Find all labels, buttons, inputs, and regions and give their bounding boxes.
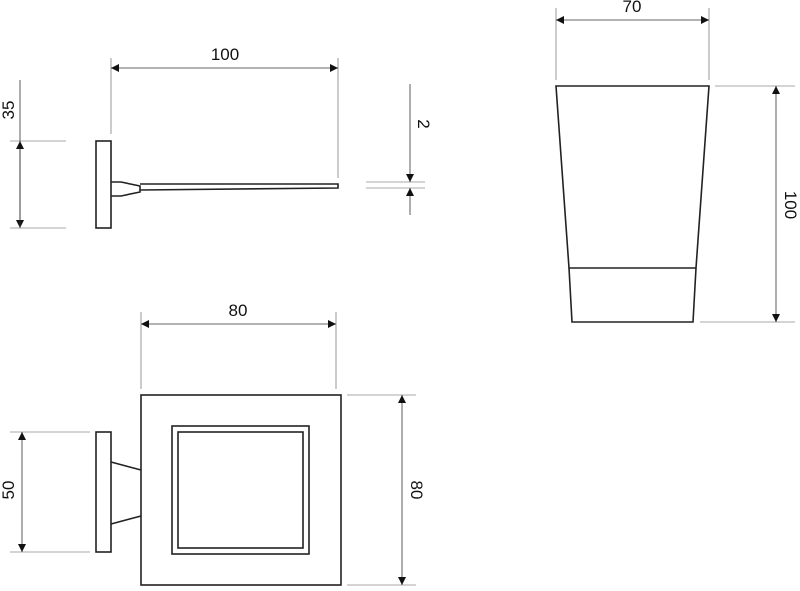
dim-front-height: 80: [347, 394, 426, 586]
side-arm: [111, 181, 141, 197]
dim-label-front-width: 80: [229, 301, 248, 320]
dim-label-plate-height: 50: [0, 481, 18, 500]
cup-holder-ring: [568, 267, 697, 323]
dim-front-width: 80: [140, 301, 337, 389]
dim-cup-height: 100: [700, 85, 800, 323]
front-frame-outer: [140, 394, 342, 586]
front-glass: [177, 431, 304, 549]
side-wall-plate: [95, 140, 112, 229]
front-frame-inner: [171, 425, 310, 555]
dim-side-height: 35: [0, 80, 66, 229]
dim-side-width: 100: [110, 45, 339, 178]
cup-body: [555, 85, 710, 269]
side-shelf: [139, 183, 339, 191]
dim-label-glass-thickness: 2: [414, 119, 433, 128]
front-view: [95, 394, 342, 586]
dim-plate-height: 50: [0, 431, 90, 553]
dim-cup-width: 70: [555, 0, 710, 80]
dim-label-side-height: 35: [0, 101, 18, 120]
dim-label-cup-width: 70: [623, 0, 642, 16]
cup-view: [555, 85, 710, 323]
dim-glass-thickness: 2: [366, 84, 433, 215]
dim-label-side-width: 100: [211, 45, 239, 64]
front-arm: [110, 461, 142, 525]
dim-label-cup-height: 100: [781, 191, 800, 219]
front-wall-plate: [95, 431, 112, 553]
dim-label-front-height: 80: [407, 481, 426, 500]
side-view: [95, 140, 339, 229]
